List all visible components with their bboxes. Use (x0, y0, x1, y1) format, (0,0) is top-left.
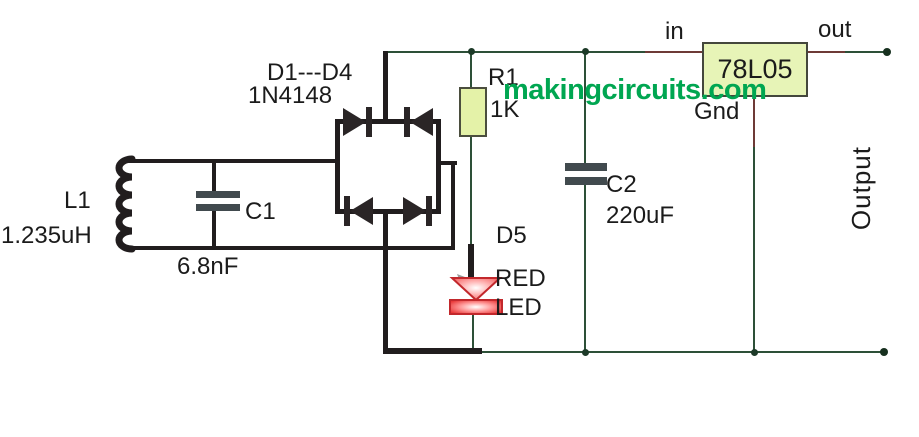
capacitor-c1-plate-top (196, 191, 240, 198)
output-label: Output (846, 146, 876, 231)
wire-r1-bottom (470, 136, 472, 246)
wire-bottom-rail-thick (383, 348, 482, 354)
wire-bridge-plus (383, 51, 388, 124)
led-d5-icon (449, 274, 503, 315)
wire-bottom-rail (480, 351, 885, 353)
wire-tank-bottom (126, 246, 455, 250)
inductor-label: L1 (64, 187, 91, 214)
wire-bridge-ac2-drop (451, 161, 455, 250)
output-terminal-negative (880, 348, 888, 356)
junction-dot (582, 349, 589, 356)
output-terminal-positive (883, 48, 891, 56)
capacitor-c1-label: C1 (245, 198, 276, 225)
wire-r1-top (470, 51, 472, 89)
regulator-78l05-body: 78L05 (702, 42, 808, 97)
diode-bottom-left-icon (344, 196, 373, 226)
bridge-rectifier-frame (335, 119, 441, 214)
led-color-label-line2: LED (495, 294, 542, 321)
junction-dot (751, 349, 758, 356)
wire-c2-bottom (584, 185, 586, 353)
resistor-r1-value-label: 1K (490, 96, 520, 123)
led-d5-label: D5 (496, 222, 527, 249)
capacitor-c2-plate-top (565, 163, 607, 171)
wire-reg-out-stub (808, 51, 845, 53)
bridge-label: D1---D4 (267, 59, 353, 86)
resistor-r1-label: R1 (488, 64, 519, 91)
wire-gnd (753, 145, 755, 353)
capacitor-c1-value-label: 6.8nF (177, 253, 239, 280)
inductor-value-label: 1.235uH (1, 222, 92, 249)
capacitor-c2-label: C2 (606, 171, 637, 198)
junction-dot (468, 48, 475, 55)
bridge-part-label: 1N4148 (248, 82, 333, 109)
wire-led-cathode (472, 314, 474, 353)
capacitor-c1-plate-bottom (196, 204, 240, 211)
capacitor-c2-value-label: 220uF (606, 202, 675, 229)
inductor-coil (115, 155, 136, 253)
resistor-r1-body (459, 87, 487, 137)
wire-bridge-ac2-stub (436, 161, 457, 165)
regulator-pin-gnd-label: Gnd (694, 98, 740, 125)
capacitor-c2-plate-bottom (565, 177, 607, 185)
regulator-pin-out-label: out (818, 16, 852, 43)
wire-c1-top (212, 159, 216, 193)
wire-reg-gnd-stub (753, 97, 755, 147)
site-watermark: makingcircuits.com (503, 74, 767, 106)
regulator-part-number: 78L05 (717, 54, 793, 84)
wire-bridge-minus (383, 209, 388, 354)
wire-out-rail (843, 51, 888, 53)
diode-top-right-icon (404, 107, 433, 137)
wire-led-anode (468, 244, 474, 280)
wire-tank-top (126, 159, 339, 163)
led-color-label-line1: RED (495, 265, 546, 292)
regulator-pin-in-label: in (665, 18, 684, 45)
diode-bottom-right-icon (403, 196, 432, 226)
wire-c2-top (584, 51, 586, 165)
wire-reg-in-stub (645, 51, 702, 53)
wire-top-rail (385, 51, 702, 53)
diode-top-left-icon (343, 107, 372, 137)
junction-dot (582, 48, 589, 55)
wire-c1-bottom (212, 211, 216, 248)
